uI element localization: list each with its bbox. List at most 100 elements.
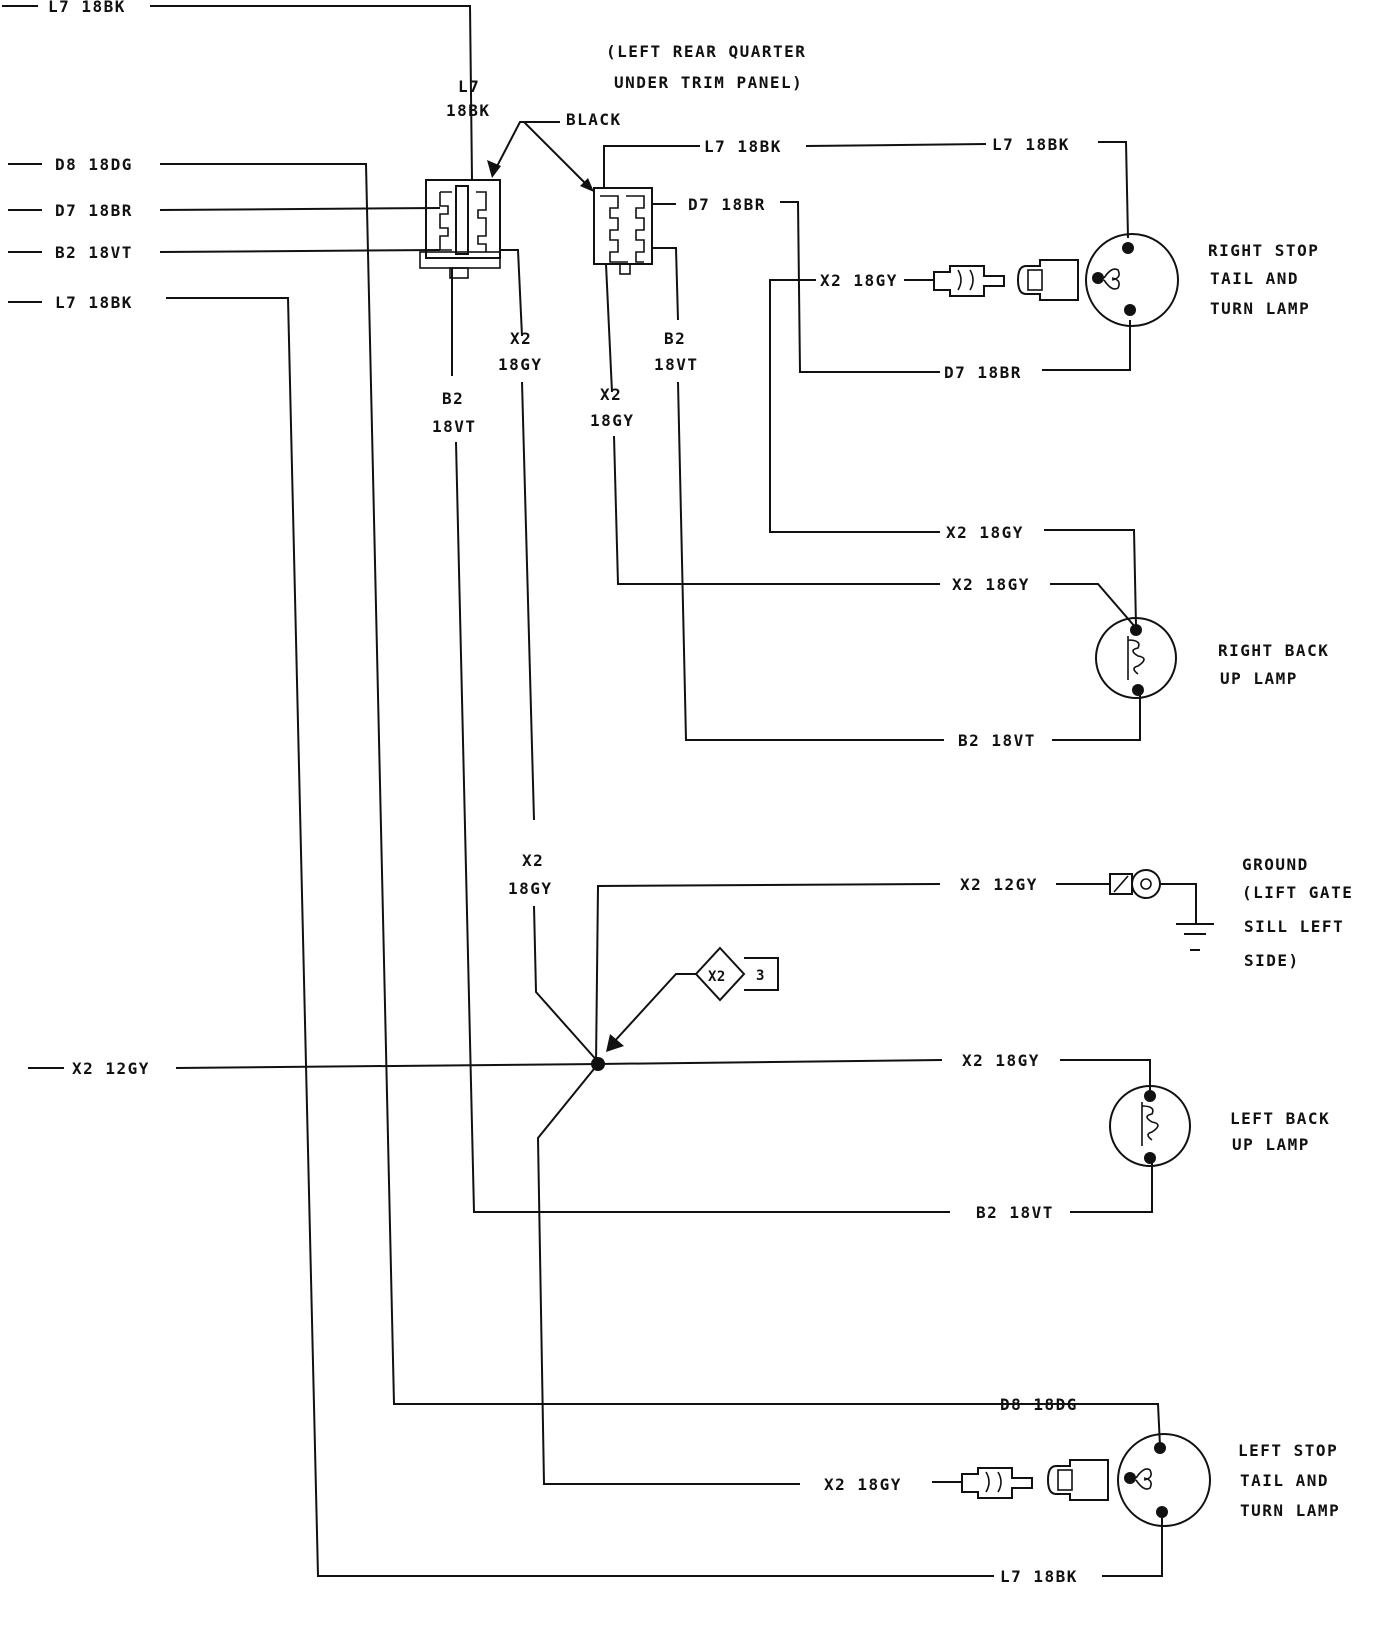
left-stop-label-2: TAIL AND [1240, 1471, 1329, 1490]
wire-x2-right-stop-route [769, 279, 940, 533]
left-backup-lamp [1109, 1085, 1191, 1167]
wire-x2-lbu [597, 1059, 943, 1065]
splice-diamond [694, 946, 746, 1002]
right-stop-terminal-1 [1122, 242, 1134, 254]
right-backup-label-2: UP LAMP [1220, 669, 1298, 688]
left-stop-label-3: TURN LAMP [1240, 1501, 1340, 1520]
feed-label-l7: L7 18BK [55, 293, 133, 312]
feed-label-l7-top: L7 18BK [48, 0, 126, 16]
arrow-head-right [580, 178, 594, 192]
black-arrow-right-line [523, 121, 589, 187]
wire-x2-conn-left-down [521, 381, 535, 821]
right-stop-terminal-3 [1124, 304, 1136, 316]
wire-d7 [159, 207, 441, 211]
feed-label-x2-12gy: X2 12GY [72, 1059, 150, 1078]
wire-x2-lower-to-splice [533, 905, 601, 1065]
right-stop-label-3: TURN LAMP [1210, 299, 1310, 318]
wire-x2-12gy-feed [175, 1063, 601, 1069]
label-b2-conn-right-1: B2 [664, 329, 686, 348]
left-backup-terminal-1 [1144, 1090, 1156, 1102]
right-stop-lamp [1085, 233, 1179, 327]
left-backup-terminal-2 [1144, 1152, 1156, 1164]
wire-label-l7-lst: L7 18BK [1000, 1567, 1078, 1586]
wire-x2-rbu-a-to-lamp [1044, 529, 1137, 627]
location-note-line1: (LEFT REAR QUARTER [606, 42, 806, 61]
label-x2-conn-left-1: X2 [510, 329, 532, 348]
wire-b2-right-backup [677, 381, 944, 741]
wire-label-b2-lbu: B2 18VT [976, 1203, 1054, 1222]
label-b2-conn-right-2: 18VT [654, 355, 699, 374]
wire-d8-to-left-stop [1104, 1403, 1161, 1447]
wire-label-l7-b: L7 18BK [992, 135, 1070, 154]
label-x2-conn-left-2: 18GY [498, 355, 543, 374]
wire-l7-to-right-stop [1098, 141, 1129, 239]
wire-b2-to-right-backup [1052, 694, 1141, 741]
right-backup-lamp [1095, 617, 1177, 699]
splice-number-box [744, 957, 779, 991]
left-backup-label-2: UP LAMP [1232, 1135, 1310, 1154]
wire-x2-12gy-ground [595, 883, 941, 1065]
ground-label-1: GROUND [1242, 855, 1309, 874]
label-b2-conn-left-2: 18VT [432, 417, 477, 436]
right-stop-bullet-connector [933, 259, 1079, 301]
wire-l7-mid [805, 143, 987, 147]
ground-label-4: SIDE) [1244, 951, 1300, 970]
right-backup-terminal-2 [1132, 684, 1144, 696]
wire-d8 [160, 163, 1158, 1405]
wire-x2-lst-route [536, 1063, 800, 1485]
connector-left [419, 179, 501, 279]
left-stop-terminal-1 [1154, 1442, 1166, 1454]
wire-x2-to-left-backup [1060, 1059, 1151, 1094]
splice-arrow-head [606, 1034, 624, 1052]
wire-x2-conn-left-up [500, 249, 523, 337]
wire-ground-drop [1160, 883, 1197, 924]
left-stop-terminal-3 [1156, 1506, 1168, 1518]
wire-l7-left-stop [166, 297, 994, 1577]
right-backup-filament [1127, 636, 1145, 680]
left-stop-filament [1135, 1468, 1152, 1490]
wire-label-d7-b: D7 18BR [944, 363, 1022, 382]
label-x2-lower-1: X2 [522, 851, 544, 870]
wire-label-b2-rbu: B2 18VT [958, 731, 1036, 750]
arrow-head-left [487, 160, 501, 178]
wire-x2-rbu-b-to-lamp [1050, 583, 1137, 629]
wire-d7-to-right-stop [1042, 320, 1131, 371]
connector-color-label: BLACK [566, 110, 622, 129]
wire-b2-conn-right-up [652, 247, 679, 321]
left-stop-terminal-2 [1124, 1472, 1136, 1484]
wire-label-l7-a: L7 18BK [704, 137, 782, 156]
wire-l7-right-conn [603, 145, 700, 188]
location-note-line2: UNDER TRIM PANEL) [614, 73, 803, 92]
wire-label-d7-a: D7 18BR [688, 195, 766, 214]
ground-label-3: SILL LEFT [1244, 917, 1344, 936]
wire-label-x2-rbu-b: X2 18GY [952, 575, 1030, 594]
ground-label-2: (LIFT GATE [1242, 883, 1353, 902]
feed-label-d8: D8 18DG [55, 155, 133, 174]
black-arrow-left-line [493, 121, 560, 173]
right-stop-label-2: TAIL AND [1210, 269, 1299, 288]
wire-b2 [159, 249, 441, 253]
right-stop-label-1: RIGHT STOP [1208, 241, 1319, 260]
wire-x2-conn-right-up [605, 263, 613, 393]
left-backup-label-1: LEFT BACK [1230, 1109, 1330, 1128]
feed-label-d7: D7 18BR [55, 201, 133, 220]
wire-d7-route [780, 201, 940, 373]
label-x2-lower-2: 18GY [508, 879, 553, 898]
label-x2-conn-right-2: 18GY [590, 411, 635, 430]
wire-label-x2-lbu: X2 18GY [962, 1051, 1040, 1070]
right-backup-terminal-1 [1130, 624, 1142, 636]
left-backup-filament [1141, 1102, 1159, 1146]
left-stop-bullet-connector [961, 1459, 1109, 1501]
connector-right [593, 187, 653, 275]
feed-label-b2: B2 18VT [55, 243, 133, 262]
label-l7-top-1: L7 [458, 77, 480, 96]
label-l7-top-2: 18BK [446, 101, 491, 120]
right-backup-label-1: RIGHT BACK [1218, 641, 1329, 660]
wire-label-x2-rst: X2 18GY [820, 271, 898, 290]
ground-eyelet [1109, 869, 1161, 899]
splice-name: X2 [708, 969, 726, 985]
wire-b2-left-backup [455, 441, 950, 1213]
wire-label-x2-rbu-a: X2 18GY [946, 523, 1024, 542]
